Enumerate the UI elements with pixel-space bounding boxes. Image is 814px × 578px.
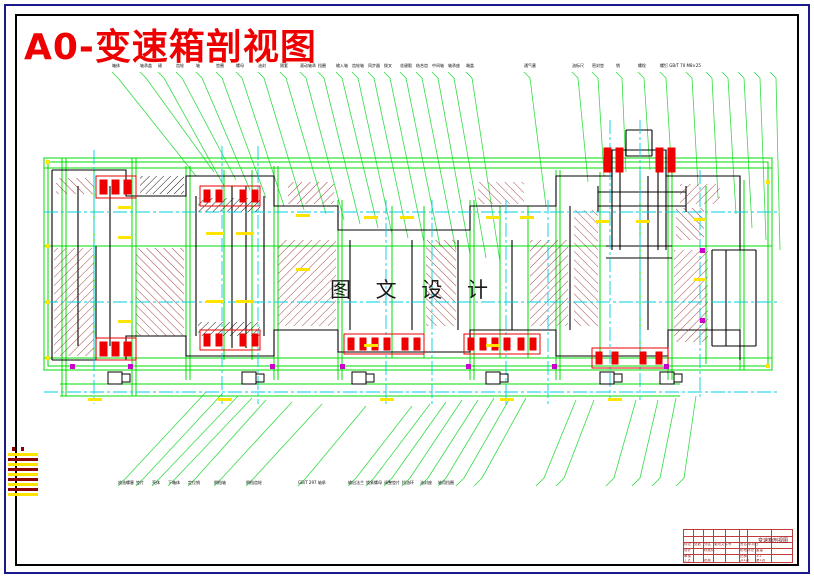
tb-cell-2-5: 1:2 [756, 555, 762, 558]
leader-lines-top [111, 71, 781, 263]
leader-label-top-10: 挡圈 [318, 63, 326, 68]
leader-lines-bottom [117, 391, 697, 487]
leader-label-top-18: 轴承座 [448, 63, 460, 68]
revision-strip [8, 447, 38, 496]
leader-label-bottom-6: 倒档齿轮 [246, 480, 262, 485]
vertex-nodes [46, 160, 770, 401]
leader-label-top-12: 齿轮轴 [352, 63, 364, 68]
tb-cell-1-2: 标准化 [704, 549, 715, 552]
tb-cell-3-0: 工艺 [684, 559, 691, 562]
tb-cell-0-1: 处数 [694, 543, 701, 546]
leader-label-top-9: 滚动轴承 [300, 63, 316, 68]
bearing-elements [95, 147, 676, 369]
leader-label-bottom-2: 壳体 [152, 480, 160, 485]
leader-label-top-13: 同步器 [368, 63, 380, 68]
watermark-text: 图 文 设 计 [330, 278, 498, 302]
leader-label-top-19: 端盖 [466, 63, 474, 68]
tb-cell-2-4: 比例 [740, 555, 747, 558]
sheet-inner-frame [15, 14, 799, 566]
title-block[interactable]: 标记 处数 分区 更改文件号 签名 年月日 设计 标准化 阶段标记 重量 审核 … [683, 529, 793, 563]
section-hatching [54, 176, 720, 356]
leader-label-bottom-0: 放油螺塞 [118, 480, 134, 485]
bolt-details [107, 371, 683, 385]
page-title: A0-变速箱剖视图 [24, 27, 317, 68]
leader-label-top-0: 箱体 [112, 63, 120, 68]
tb-cell-2-0: 审核 [684, 555, 691, 558]
leader-label-top-16: 结合齿 [416, 63, 428, 68]
leader-label-top-11: 输入轴 [336, 63, 348, 68]
tb-cell-0-4: 签名 [740, 543, 747, 546]
leader-label-top-25: 螺钉 GB/T 70 M8×25 [660, 63, 701, 68]
leader-label-bottom-9: 锁紧螺母 [366, 480, 382, 485]
leader-label-top-17: 中间轴 [432, 63, 444, 68]
leader-label-bottom-8: 输出法兰 [348, 480, 364, 485]
leader-label-top-20: 通气塞 [524, 63, 536, 68]
leader-label-top-14: 拨叉 [384, 63, 392, 68]
tb-cell-1-0: 设计 [684, 549, 691, 552]
tb-cell-1-5: 重量 [756, 549, 763, 552]
tb-cell-0-5: 年月日 [748, 543, 759, 546]
tb-cell-3-5: 第1张 [756, 559, 766, 562]
tb-cell-1-4: 阶段标记 [740, 549, 754, 552]
leader-label-bottom-4: 定位销 [188, 480, 200, 485]
leader-label-bottom-10: 调整垫片 [384, 480, 400, 485]
tb-cell-3-4: 共1张 [740, 559, 750, 562]
leader-label-bottom-13: 轴用挡圈 [438, 480, 454, 485]
leader-label-top-8: 隔套 [280, 63, 288, 68]
leader-label-bottom-11: 挡油环 [402, 480, 414, 485]
tb-cell-3-2: 批准 [704, 559, 711, 562]
leader-label-bottom-7: GB/T 297 轴承 [298, 480, 326, 485]
magenta-markers [70, 248, 705, 369]
sheet-outer-border [4, 4, 810, 574]
leader-label-bottom-3: 下箱体 [168, 480, 180, 485]
title-block-drawing-name: 变速箱剖视图 [757, 538, 788, 544]
leader-label-bottom-1: 垫片 [136, 480, 144, 485]
leader-label-top-23: 销 [616, 63, 620, 68]
leader-label-top-3: 齿轮 [176, 63, 184, 68]
leader-label-top-21: 油标尺 [572, 63, 584, 68]
leader-label-top-15: 花键毂 [400, 63, 412, 68]
leader-label-bottom-5: 倒档轴 [214, 480, 226, 485]
leader-label-top-2: 键 [158, 63, 162, 68]
leader-label-top-1: 轴承盖 [140, 63, 152, 68]
leader-label-top-6: 螺母 [236, 63, 244, 68]
leader-label-top-24: 螺栓 [638, 63, 646, 68]
tb-cell-0-0: 标记 [684, 543, 691, 546]
leader-label-top-4: 轴 [196, 63, 200, 68]
tb-cell-0-3: 更改文件号 [714, 543, 732, 546]
leader-label-top-22: 密封垫 [592, 63, 604, 68]
leader-label-top-5: 垫圈 [216, 63, 224, 68]
leader-label-top-7: 油封 [258, 63, 266, 68]
tb-cell-0-2: 分区 [704, 543, 711, 546]
leader-label-bottom-12: 油封座 [420, 480, 432, 485]
